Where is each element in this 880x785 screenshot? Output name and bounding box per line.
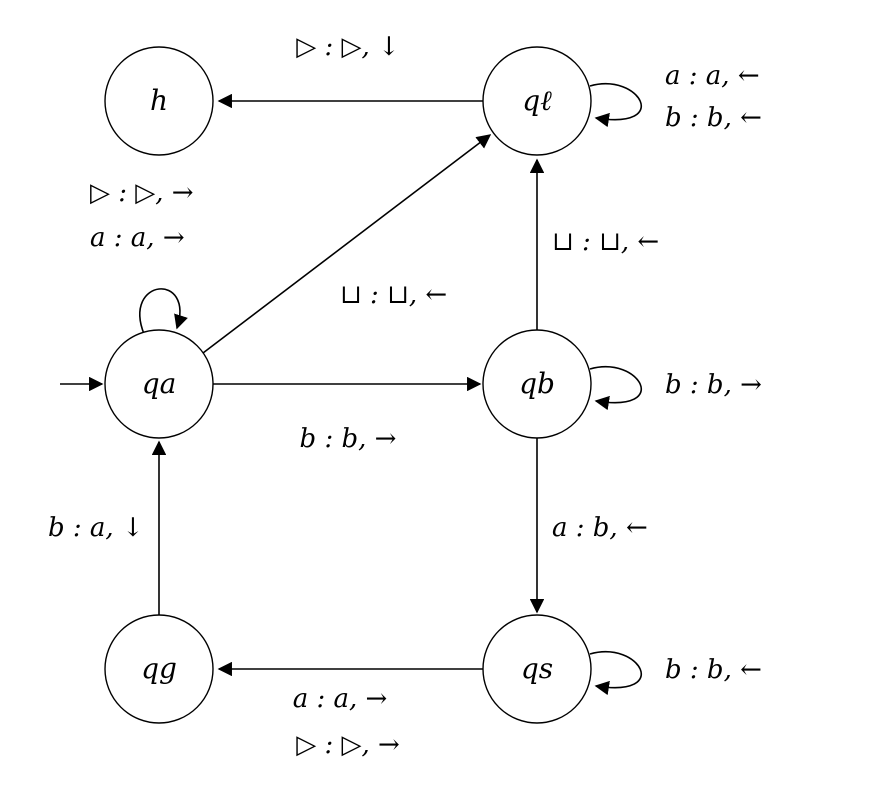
- label-qb-to-ql: ⊔ : ⊔, ←: [552, 227, 659, 257]
- label-qa-to-qb: b : b, →: [300, 424, 397, 454]
- label-qs-to-qg-2: ▷ : ▷, →: [296, 730, 400, 760]
- state-label-h: h: [150, 84, 168, 117]
- loop-ql: [589, 83, 643, 128]
- label-qb-loop: b : b, →: [665, 370, 762, 400]
- state-ql: [482, 46, 592, 156]
- edge-qa-to-ql: [202, 134, 492, 354]
- state-label-ql: qℓ: [522, 84, 552, 117]
- state-label-qb: qb: [519, 367, 555, 400]
- label-qa-loop-1: ▷ : ▷, →: [90, 178, 194, 208]
- label-ql-loop-1: a : a, ←: [665, 61, 760, 91]
- state-h: [104, 46, 214, 156]
- loop-qa: [139, 288, 188, 335]
- state-label-qa: qa: [142, 367, 177, 400]
- state-label-qs: qs: [521, 652, 553, 685]
- state-qg: [104, 614, 214, 724]
- label-qg-to-qa: b : a, ↓: [48, 513, 144, 543]
- label-ql-to-h: ▷ : ▷, ↓: [296, 32, 400, 62]
- label-qs-to-qg-1: a : a, →: [293, 684, 388, 714]
- label-qs-loop: b : b, ←: [665, 655, 762, 685]
- state-qs: [482, 614, 592, 724]
- state-qa: [104, 329, 214, 439]
- state-qb: [482, 329, 592, 439]
- label-qa-loop-2: a : a, →: [90, 223, 185, 253]
- loop-qb: [589, 366, 643, 411]
- label-ql-loop-2: b : b, ←: [665, 103, 762, 133]
- label-qb-to-qs: a : b, ←: [552, 513, 648, 543]
- loop-qs: [589, 651, 643, 696]
- state-label-qg: qg: [141, 652, 177, 685]
- label-qa-to-ql: ⊔ : ⊔, ←: [340, 280, 447, 310]
